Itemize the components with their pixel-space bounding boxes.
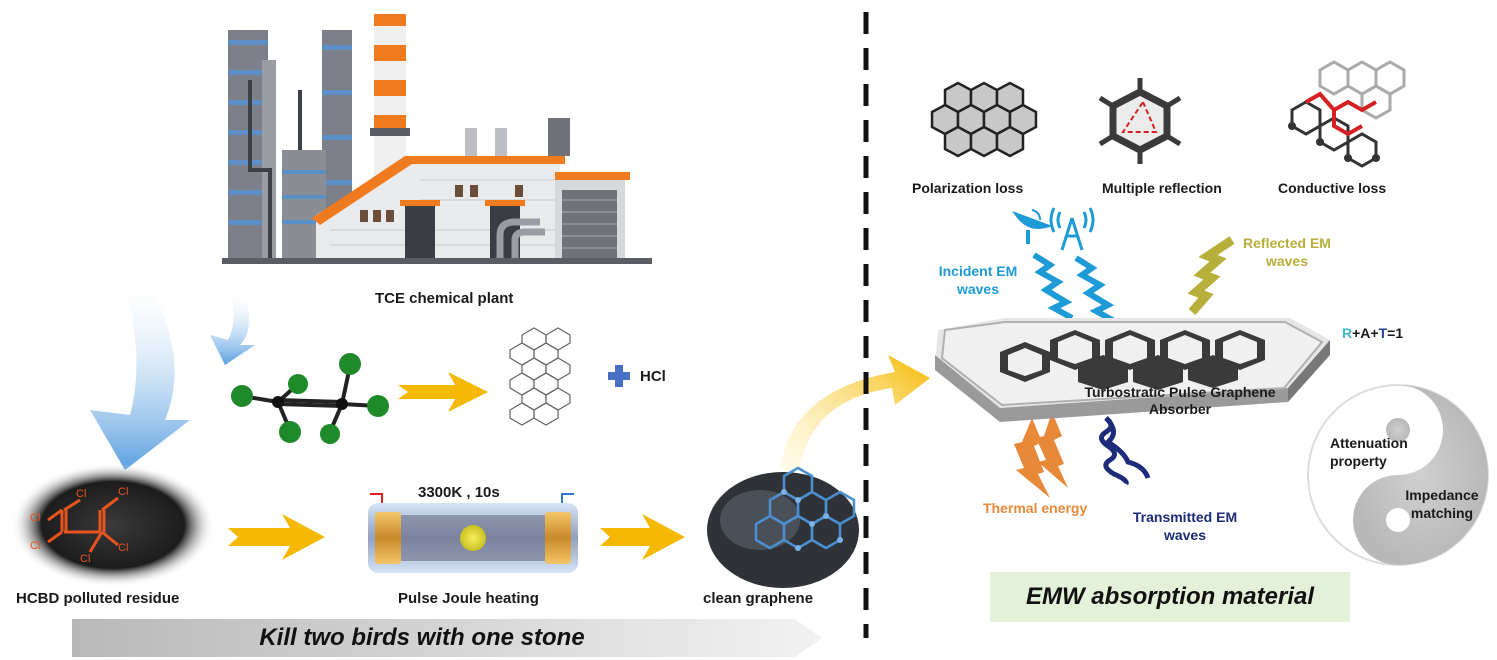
multiple-reflection-hexagon [1098, 78, 1182, 164]
incident-wave-1 [1032, 252, 1074, 321]
cl-atom-label: Cl [30, 540, 41, 552]
reflected-label-line-2: waves [1265, 253, 1309, 269]
equation-rest: =1 [1387, 325, 1404, 341]
thermal-energy-wave-2 [1036, 412, 1068, 488]
joule-heating-tube [368, 493, 578, 573]
incident-label-line-1: Incident EM [938, 263, 1018, 279]
factory-illustration [222, 14, 652, 264]
absorber-label-line-1: Turbostratic Pulse Graphene [1084, 384, 1276, 400]
transmitted-label-line-2: waves [1163, 527, 1207, 543]
cl-atom-label: Cl [118, 486, 129, 498]
polarization-hexagon-grid [930, 81, 1038, 158]
yin-yang-symbol [1307, 384, 1489, 566]
absorber-label-line-2: Absorber [1148, 401, 1212, 417]
cl-atom-label: Cl [76, 488, 87, 500]
yellow-arrow-heating [228, 514, 325, 560]
yellow-arrow-graphene [600, 514, 685, 560]
banner-arrow [72, 619, 822, 657]
incident-label-line-2: waves [956, 281, 1000, 297]
condition-label: 3300K , 10s [418, 484, 500, 501]
cl-atom-label: Cl [118, 542, 129, 554]
absorber-slab [935, 318, 1330, 422]
graphene-stack-icon [509, 327, 571, 426]
equation-r: R [1342, 325, 1353, 341]
conductive-label: Conductive loss [1278, 180, 1387, 196]
incident-label: Incident EM waves [928, 262, 1028, 298]
impedance-label-line-1: Impedance [1405, 487, 1479, 503]
transmitted-label-line-1: Transmitted EM [1132, 509, 1238, 525]
yellow-arrow-molecule [398, 372, 488, 412]
attenuation-label-line-2: property [1330, 453, 1387, 469]
incident-wave-2 [1074, 255, 1116, 324]
attenuation-label-line-1: Attenuation [1330, 435, 1408, 451]
hcl-label: HCl [640, 368, 666, 385]
graphene-label: clean graphene [703, 590, 814, 607]
plant-label: TCE chemical plant [375, 290, 514, 307]
cl-atom-label: Cl [30, 512, 41, 524]
banner-text: Kill two birds with one stone [259, 624, 585, 651]
reflected-label-line-1: Reflected EM [1243, 235, 1331, 251]
impedance-label-line-2: matching [1410, 505, 1474, 521]
large-blue-curved-arrow [90, 285, 190, 470]
conductive-loss-network [1288, 60, 1406, 168]
absorber-label: Turbostratic Pulse Graphene Absorber [1060, 384, 1300, 418]
polarization-label: Polarization loss [912, 180, 1024, 196]
residue-label: HCBD polluted residue [16, 590, 180, 607]
hcbd-structure [47, 496, 119, 553]
satellite-dish-icon [1012, 209, 1053, 244]
rat-equation: R+A+T=1 [1342, 325, 1403, 341]
reflected-wave [1187, 236, 1235, 315]
equation-a: +A+ [1352, 325, 1379, 341]
reflection-label: Multiple reflection [1102, 180, 1222, 196]
impedance-label: Impedance matching [1402, 486, 1482, 522]
antenna-tower-icon [1049, 207, 1095, 251]
equation-t: T [1378, 325, 1388, 341]
emw-box [990, 572, 1350, 622]
transmitted-label: Transmitted EM waves [1120, 508, 1250, 544]
transmitted-wave [1099, 416, 1129, 486]
big-yellow-curved-arrow [780, 355, 930, 470]
tce-molecule [231, 353, 389, 444]
reflected-label: Reflected EM waves [1232, 234, 1342, 270]
residue-pile [11, 463, 215, 587]
thermal-label: Thermal energy [983, 500, 1088, 516]
heating-label: Pulse Joule heating [398, 590, 539, 607]
cl-atom-label: Cl [80, 553, 91, 565]
attenuation-label: Attenuation property [1330, 434, 1408, 470]
plus-icon [608, 365, 630, 387]
thermal-energy-wave [1014, 418, 1050, 498]
clean-graphene-sphere [707, 466, 859, 588]
small-blue-curved-arrow [210, 295, 255, 365]
emw-title: EMW absorption material [1025, 583, 1315, 610]
